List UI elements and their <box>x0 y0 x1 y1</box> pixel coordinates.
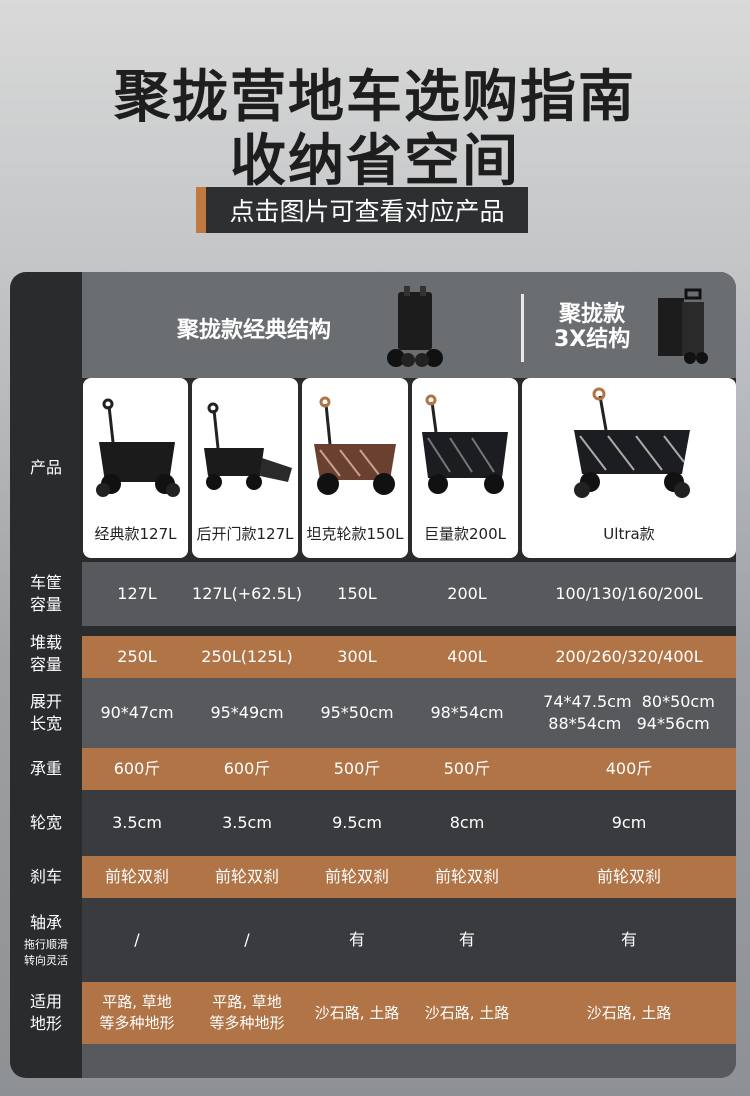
cell-unfold: 95*49cm <box>210 702 284 722</box>
cell-terrain: 平路, 草地等多种地形 <box>209 993 285 1032</box>
cell-capacity: 127L <box>117 583 157 603</box>
cell-wheel: 9cm <box>611 812 647 832</box>
cell-brake: 前轮双刹 <box>324 866 389 886</box>
label-load: 承重 <box>29 759 62 779</box>
label-capacity: 车筐容量 <box>29 573 62 614</box>
cell-bearing: / <box>134 929 140 949</box>
cell-wheel: 8cm <box>449 812 485 832</box>
cell-bearing: 有 <box>620 929 637 949</box>
label-terrain: 适用地形 <box>29 992 62 1033</box>
label-bearing: 轴承 拖行顺滑 转向灵活 <box>24 912 68 967</box>
row-brake: 前轮双刹 前轮双刹 前轮双刹 前轮双刹 前轮双刹 <box>82 856 736 898</box>
cell-capacity: 150L <box>337 583 377 603</box>
table-footer-band <box>82 1044 736 1078</box>
product-card-open-door[interactable]: 后开门款127L <box>192 378 298 558</box>
product-name: 坦克轮款150L <box>306 525 404 543</box>
header-divider <box>521 294 524 362</box>
cell-capacity: 100/130/160/200L <box>555 583 703 603</box>
cell-brake: 前轮双刹 <box>596 866 661 886</box>
comparison-table: 聚拢款经典结构 聚拢款 3X结构 产品 车筐容量 堆载容量 <box>10 272 736 1078</box>
cell-unfold: 98*54cm <box>430 702 504 722</box>
group-3x-label: 聚拢款 3X结构 <box>554 302 631 353</box>
wagon-black-icon <box>96 398 180 497</box>
row-capacity: 127L 127L(+62.5L) 150L 200L 100/130/160/… <box>82 562 736 626</box>
row-wheel: 3.5cm 3.5cm 9.5cm 8cm 9cm <box>82 790 736 856</box>
product-card-tank[interactable]: 坦克轮款150L <box>302 378 408 558</box>
label-wheel: 轮宽 <box>29 813 62 833</box>
cell-terrain: 沙石路, 土路 <box>424 1003 510 1022</box>
cell-wheel: 3.5cm <box>112 812 162 832</box>
table-header: 聚拢款经典结构 聚拢款 3X结构 <box>82 272 736 378</box>
wagon-brown-icon <box>314 396 396 495</box>
cell-stack: 300L <box>337 646 377 666</box>
product-card-large[interactable]: 巨量款200L <box>412 378 518 558</box>
click-hint-text: 点击图片可查看对应产品 <box>229 197 505 226</box>
folded-wagon-3x-icon <box>658 288 708 364</box>
wagon-large-icon <box>422 394 508 494</box>
product-card-ultra[interactable]: Ultra款 <box>522 378 736 558</box>
label-stack: 堆载容量 <box>29 633 62 674</box>
row-stack: 250L 250L(125L) 300L 400L 200/260/320/40… <box>82 636 736 678</box>
cell-terrain: 平路, 草地等多种地形 <box>99 993 175 1032</box>
product-name: 巨量款200L <box>424 525 506 543</box>
click-hint-banner: 点击图片可查看对应产品 <box>196 187 528 233</box>
wagon-open-door-icon <box>204 402 292 490</box>
cell-capacity: 200L <box>447 583 487 603</box>
cell-brake: 前轮双刹 <box>434 866 499 886</box>
product-name: 后开门款127L <box>196 525 294 543</box>
cell-wheel: 3.5cm <box>222 812 272 832</box>
folded-wagon-icon <box>387 286 443 367</box>
cell-load: 600斤 <box>223 758 271 778</box>
row-unfold: 90*47cm 95*49cm 95*50cm 98*54cm 74*47.5c… <box>82 678 736 748</box>
cell-load: 600斤 <box>113 758 161 778</box>
row-label-column: 产品 车筐容量 堆载容量 展开长宽 承重 轮宽 刹车 轴承 拖行顺滑 转向灵活 … <box>10 272 82 1078</box>
cell-stack: 250L <box>117 646 157 666</box>
cell-bearing: 有 <box>458 929 475 949</box>
cell-unfold: 74*47.5cm 80*50cm 88*54cm 94*56cm <box>543 691 715 733</box>
cell-bearing: 有 <box>348 929 365 949</box>
row-bearing: / / 有 有 有 <box>82 898 736 982</box>
cell-load: 400斤 <box>605 758 653 778</box>
cell-load: 500斤 <box>443 758 491 778</box>
row-load: 600斤 600斤 500斤 500斤 400斤 <box>82 748 736 790</box>
cell-brake: 前轮双刹 <box>214 866 279 886</box>
cell-terrain: 沙石路, 土路 <box>314 1003 400 1022</box>
label-brake: 刹车 <box>29 867 62 887</box>
page-subtitle-line: 收纳省空间 <box>230 129 520 194</box>
row-terrain: 平路, 草地等多种地形 平路, 草地等多种地形 沙石路, 土路 沙石路, 土路 … <box>82 982 736 1044</box>
product-name: 经典款127L <box>94 525 177 543</box>
product-name: Ultra款 <box>603 525 655 543</box>
cell-brake: 前轮双刹 <box>104 866 169 886</box>
page-title: 聚拢营地车选购指南 <box>114 65 636 130</box>
cell-load: 500斤 <box>333 758 381 778</box>
label-product: 产品 <box>29 458 62 478</box>
product-card-classic[interactable]: 经典款127L <box>83 378 188 558</box>
cell-capacity: 127L(+62.5L) <box>192 583 302 603</box>
wagon-ultra-icon <box>574 387 690 498</box>
cell-stack: 400L <box>447 646 487 666</box>
cell-wheel: 9.5cm <box>332 812 382 832</box>
cell-bearing: / <box>244 929 250 949</box>
cell-stack: 200/260/320/400L <box>555 646 703 666</box>
group-classic-label: 聚拢款经典结构 <box>177 318 332 343</box>
cell-terrain: 沙石路, 土路 <box>586 1003 672 1022</box>
cell-stack: 250L(125L) <box>201 646 293 666</box>
label-unfold: 展开长宽 <box>29 692 62 733</box>
cell-unfold: 95*50cm <box>320 702 394 722</box>
cell-unfold: 90*47cm <box>100 702 174 722</box>
